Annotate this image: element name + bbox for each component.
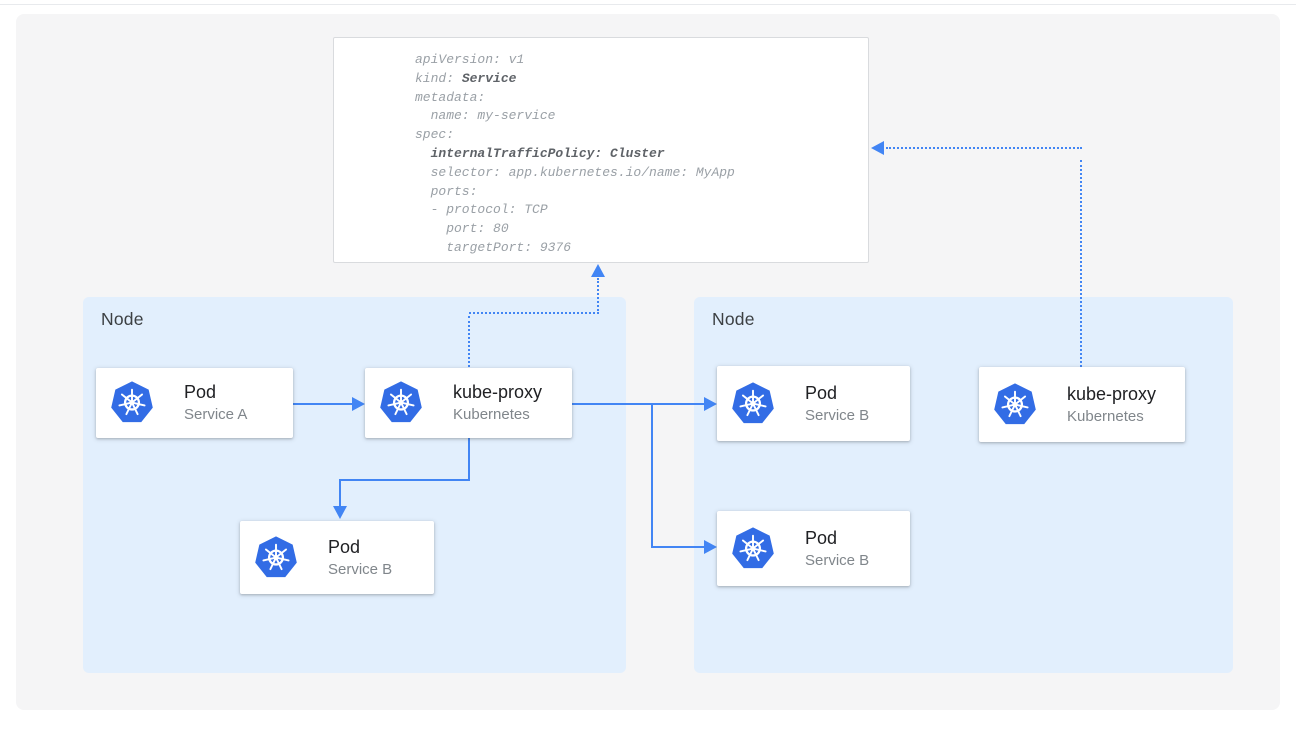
arrowhead-into-kube-proxy-left (352, 397, 365, 411)
line-kube-proxy-down (468, 438, 470, 481)
node-right: Node (694, 297, 1233, 673)
card-pod-service-b-right-top: Pod Service B (717, 366, 910, 441)
code-line: selector: app.kubernetes.io/name: MyApp (415, 164, 868, 183)
card-subtitle: Service B (328, 560, 392, 580)
card-subtitle: Service B (805, 406, 869, 426)
card-subtitle: Kubernetes (1067, 407, 1156, 427)
code-line: ports: (415, 183, 868, 202)
code-line: port: 80 (415, 220, 868, 239)
node-left: Node (83, 297, 626, 673)
code-line: apiVersion: v1 (415, 51, 868, 70)
card-kube-proxy-right: kube-proxy Kubernetes (979, 367, 1185, 442)
arrowhead-into-pod-b-right-bottom (704, 540, 717, 554)
dotted-kube-proxy-left-up (468, 316, 470, 367)
card-pod-service-b-right-bottom: Pod Service B (717, 511, 910, 586)
card-pod-service-b-left: Pod Service B (240, 521, 434, 594)
card-subtitle: Kubernetes (453, 405, 542, 425)
dotted-elbow-to-service (469, 312, 599, 314)
arrowhead-into-service-yaml-right (871, 141, 884, 155)
card-title: kube-proxy (1067, 383, 1156, 406)
card-title: Pod (328, 536, 392, 559)
dotted-left-to-service (886, 147, 1082, 149)
card-title: kube-proxy (453, 381, 542, 404)
code-line: kind: Service (415, 70, 868, 89)
card-subtitle: Service A (184, 405, 247, 425)
kubernetes-icon (992, 382, 1038, 428)
kubernetes-icon (378, 380, 424, 426)
code-line: metadata: (415, 89, 868, 108)
line-elbow-left (339, 479, 470, 481)
dotted-kube-proxy-right-up (1080, 160, 1082, 367)
line-branch-down (651, 403, 653, 548)
code-line: spec: (415, 126, 868, 145)
code-line: name: my-service (415, 107, 868, 126)
card-title: Pod (805, 382, 869, 405)
dotted-up-to-service (597, 278, 599, 314)
code-line: internalTrafficPolicy: Cluster (415, 145, 868, 164)
kubernetes-icon (253, 535, 299, 581)
card-title: Pod (184, 381, 247, 404)
kubernetes-icon (730, 526, 776, 572)
card-pod-service-a: Pod Service A (96, 368, 293, 438)
card-title: Pod (805, 527, 869, 550)
kubernetes-icon (730, 381, 776, 427)
node-right-label: Node (712, 309, 755, 330)
arrowhead-into-pod-b-right-top (704, 397, 717, 411)
arrowhead-into-service-yaml-bottom (591, 264, 605, 277)
line-kube-proxy-to-right-node (572, 403, 705, 405)
node-left-label: Node (101, 309, 144, 330)
kubernetes-icon (109, 380, 155, 426)
arrowhead-into-pod-b-left (333, 506, 347, 519)
code-line: targetPort: 9376 (415, 239, 868, 258)
line-into-pod-b-left (339, 479, 341, 507)
card-kube-proxy-left: kube-proxy Kubernetes (365, 368, 572, 438)
top-divider (0, 4, 1296, 5)
code-line: - protocol: TCP (415, 201, 868, 220)
card-subtitle: Service B (805, 551, 869, 571)
service-yaml-panel: apiVersion: v1 kind: Service metadata: n… (333, 37, 869, 263)
line-pod-a-to-kube-proxy (293, 403, 354, 405)
line-branch-right (651, 546, 705, 548)
